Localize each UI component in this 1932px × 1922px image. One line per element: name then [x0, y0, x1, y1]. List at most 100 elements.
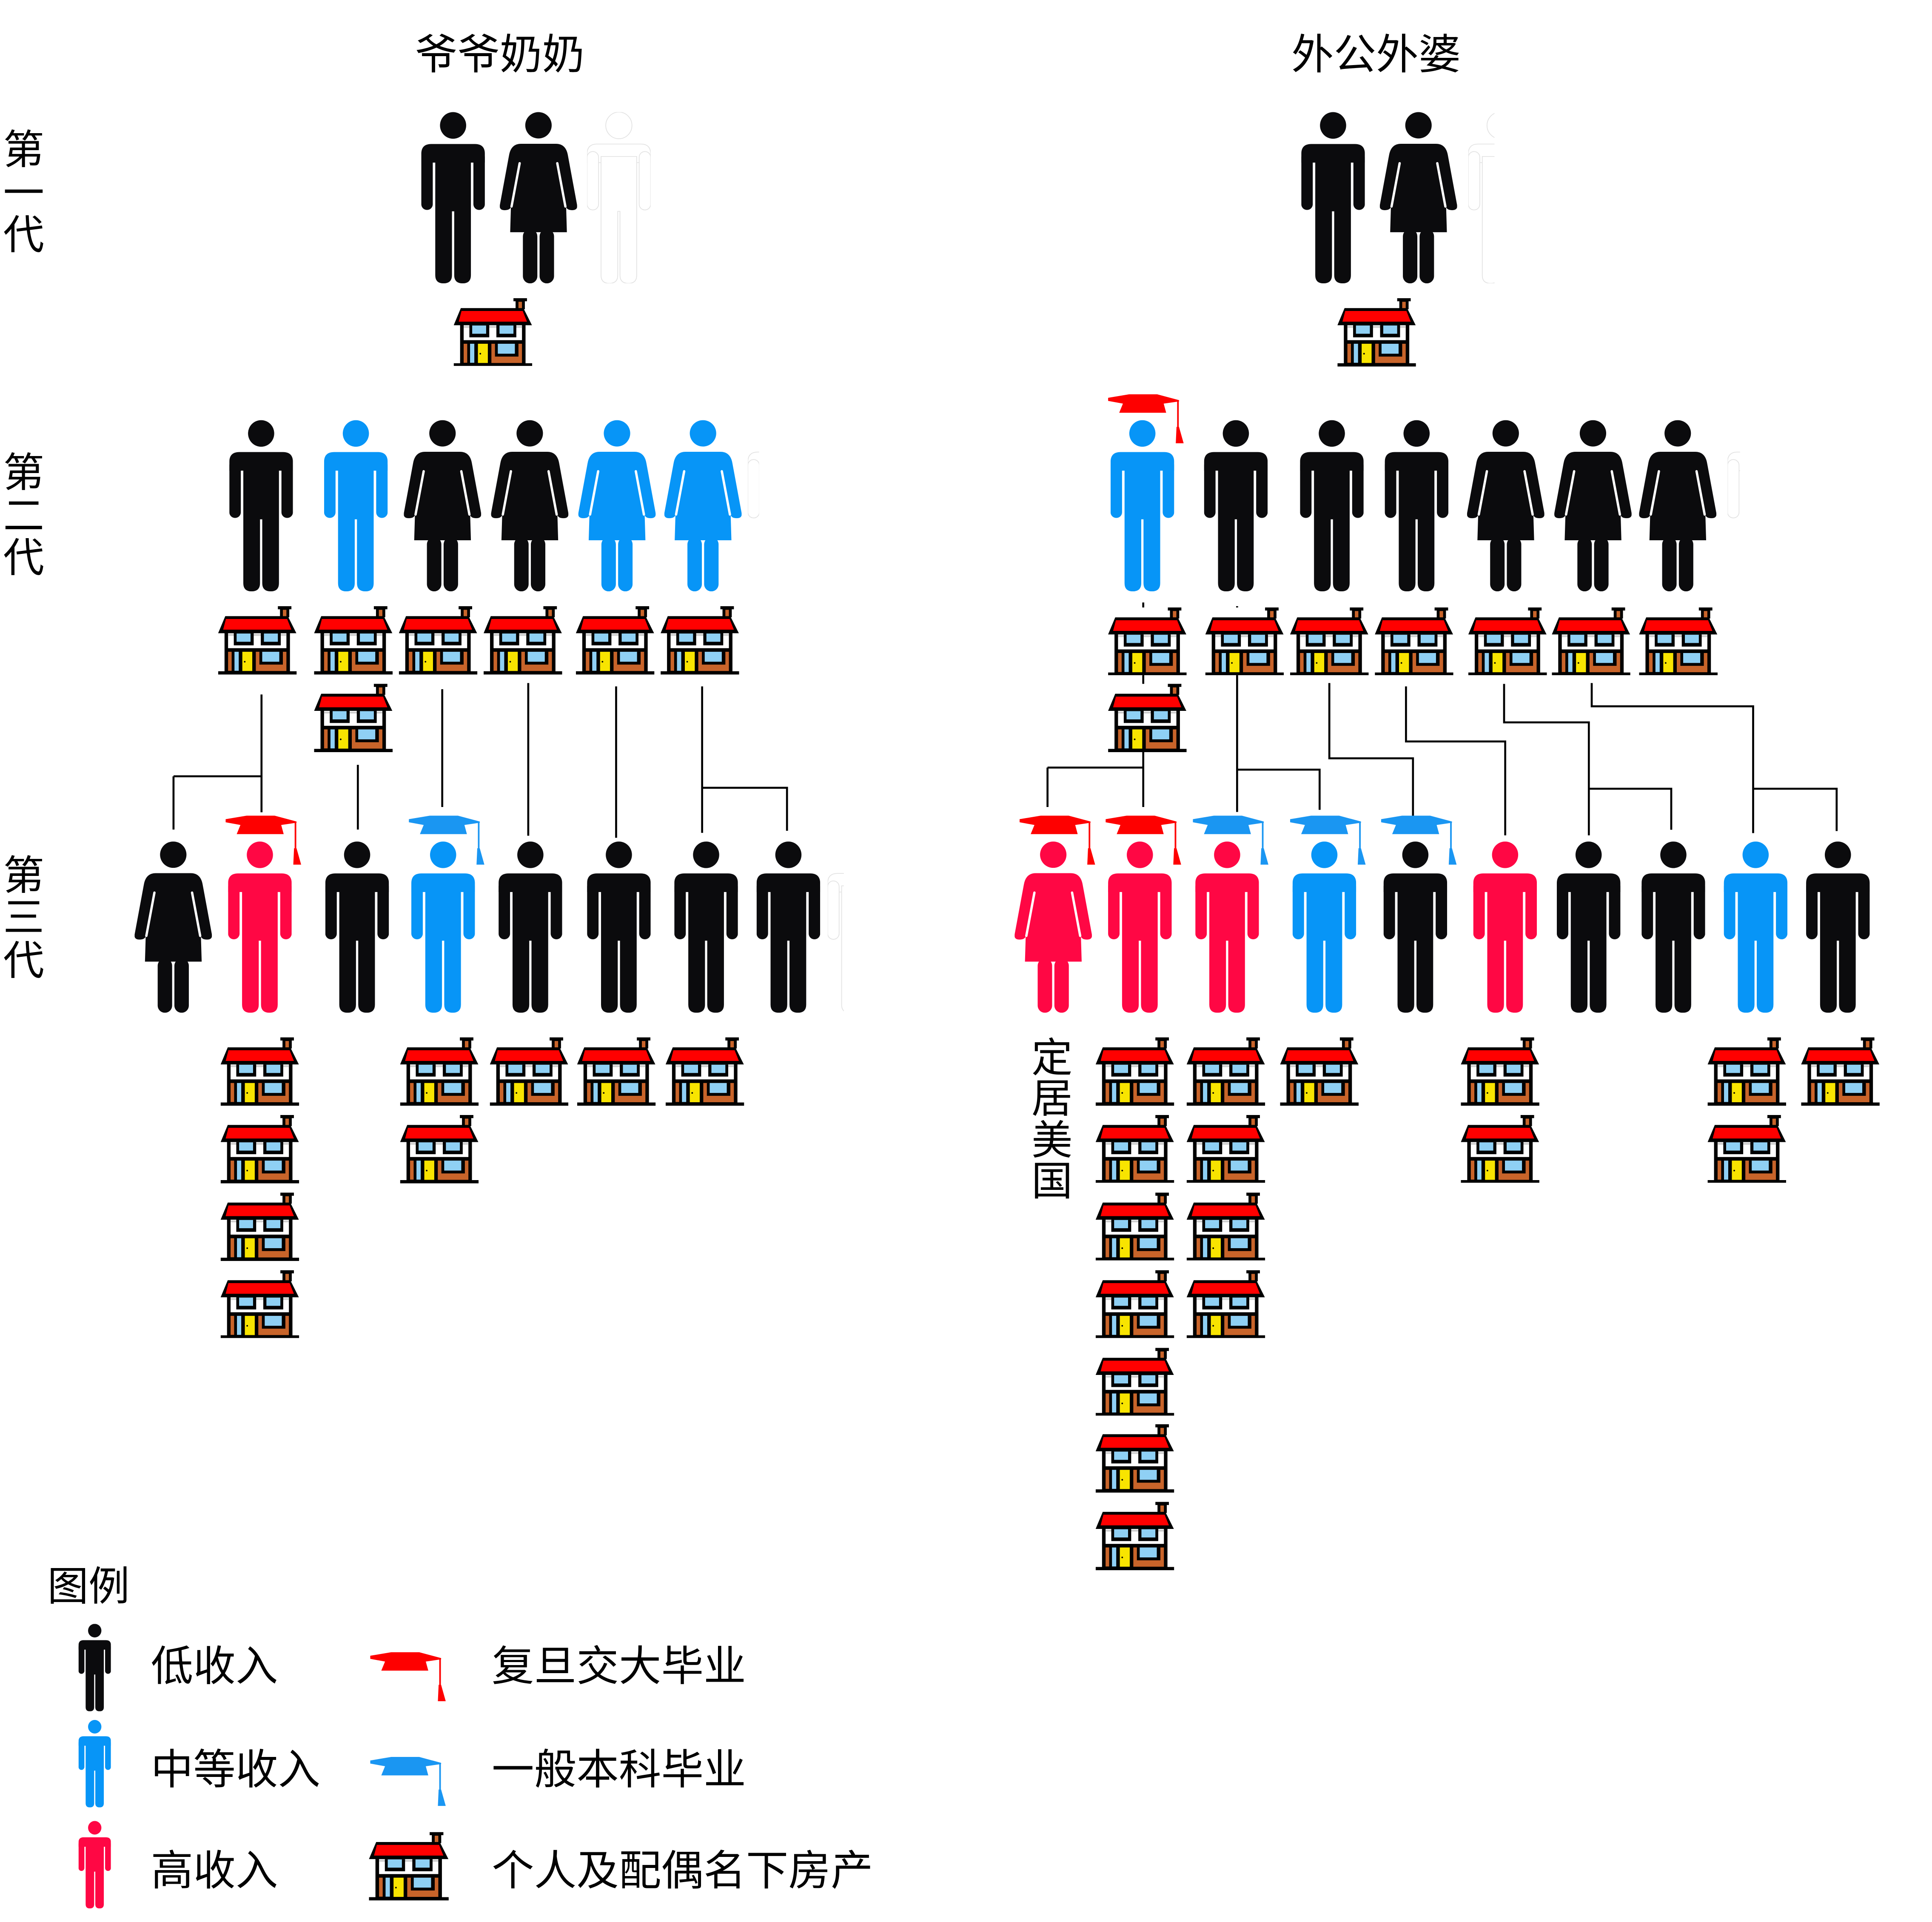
- woman-icon: [490, 419, 568, 591]
- house-icon: [453, 297, 532, 366]
- house-icon: [1186, 1269, 1265, 1338]
- connector-line: [1503, 684, 1673, 836]
- house-stack: [576, 606, 655, 675]
- house-icon: [1108, 684, 1187, 753]
- graduation-cap-icon: [225, 815, 301, 865]
- man-icon: [1724, 841, 1788, 1012]
- house-icon: [1108, 607, 1187, 676]
- house-stack: [220, 1038, 299, 1339]
- house-icon: [1374, 607, 1453, 676]
- legend-property-label: 个人及配偶名下房产: [492, 1849, 873, 1895]
- maternal-gen3-member-7: [1557, 841, 1621, 1012]
- man-icon: [1384, 419, 1448, 591]
- graduation-cap-icon: [1380, 815, 1456, 865]
- man-icon: [410, 841, 474, 1012]
- house-icon: [576, 1038, 655, 1106]
- house-icon: [665, 1038, 744, 1106]
- house-icon: [1801, 1037, 1880, 1106]
- house-icon: [1096, 1425, 1174, 1494]
- maternal-gen2-member-6: [1554, 419, 1632, 591]
- house-stack: [1280, 1037, 1359, 1106]
- house-icon: [1460, 1037, 1539, 1106]
- paternal-gen2-member-6: [664, 419, 741, 591]
- house-stack: [576, 1038, 655, 1106]
- graduation-cap-icon: [1019, 815, 1095, 865]
- maternal-gen3-member-2: [1105, 815, 1181, 1012]
- house-icon: [1186, 1037, 1265, 1106]
- graduation-cap-icon: [1290, 815, 1365, 865]
- maternal-gen3-member-5: [1380, 815, 1456, 1012]
- house-stack: [665, 1038, 744, 1106]
- house-icon: [661, 606, 740, 675]
- ghost-figure: [748, 419, 759, 591]
- paternal-gen2-member-4: [490, 419, 568, 591]
- man-icon: [1301, 111, 1365, 283]
- man-outline-icon: [1727, 419, 1740, 591]
- man-icon: [228, 841, 292, 1012]
- man-icon: [674, 841, 738, 1012]
- house-icon: [1460, 1115, 1539, 1183]
- house-icon: [220, 1270, 299, 1339]
- paternal-gen3-member-4: [408, 815, 484, 1012]
- house-stack: [484, 606, 562, 675]
- house-icon: [484, 606, 562, 675]
- connector-line: [1328, 683, 1414, 821]
- generation-label-1: 第一代: [3, 129, 45, 259]
- house-icon: [1096, 1192, 1174, 1261]
- legend-middle-income-label: 中等收入: [151, 1748, 321, 1794]
- man-icon: [1195, 841, 1260, 1012]
- maternal-gen3-member-1: [1015, 815, 1095, 1012]
- house-stack: [399, 1038, 479, 1184]
- legend-low-income-person-icon: [78, 1624, 111, 1711]
- house-icon: [220, 1192, 299, 1261]
- maternal-gen2-member-4: [1384, 419, 1448, 591]
- house-icon: [314, 606, 393, 675]
- man-icon: [228, 419, 293, 591]
- paternal-gen3-member-7: [674, 841, 738, 1012]
- house-stack: [1290, 607, 1369, 676]
- house-icon: [218, 606, 297, 675]
- house-stack: [1108, 607, 1187, 753]
- woman-icon: [135, 841, 212, 1012]
- man-icon: [422, 111, 486, 283]
- legend-middle-income-person-icon: [78, 1720, 111, 1808]
- house-stack: [1708, 1037, 1787, 1183]
- house-stack: [1639, 607, 1718, 676]
- man-icon: [325, 841, 388, 1012]
- graduation-cap-icon: [1108, 394, 1184, 443]
- man-outline-icon: [587, 111, 651, 283]
- house-icon: [220, 1115, 299, 1184]
- man-icon: [1641, 841, 1706, 1012]
- house-icon: [1708, 1115, 1787, 1183]
- paternal-gen3-member-1: [135, 841, 212, 1012]
- house-icon: [1708, 1037, 1787, 1106]
- house-icon: [1096, 1502, 1174, 1571]
- house-icon: [1096, 1037, 1174, 1106]
- paternal-gen2-member-2: [324, 419, 388, 591]
- man-outline-icon: [748, 419, 759, 591]
- maternal-gen3-member-6: [1473, 841, 1537, 1012]
- connector-line: [1590, 683, 1838, 833]
- house-stack: [399, 606, 478, 675]
- generation-label-2: 第二代: [3, 452, 45, 582]
- maternal-grandfather: [1301, 111, 1365, 283]
- house-icon: [399, 1115, 479, 1184]
- house-icon: [399, 1038, 479, 1106]
- house-icon: [1096, 1347, 1174, 1416]
- woman-icon: [1380, 112, 1457, 283]
- house-icon: [1186, 1115, 1265, 1183]
- ghost-figure: [1468, 111, 1494, 283]
- house-stack: [1468, 607, 1547, 676]
- woman-icon: [1015, 841, 1092, 1012]
- house-icon: [1290, 607, 1369, 676]
- house-icon: [1096, 1269, 1174, 1338]
- man-outline-icon: [1468, 111, 1494, 283]
- house-stack-maternal-gen1: [1336, 298, 1416, 367]
- maternal-gen3-member-10: [1806, 841, 1870, 1012]
- paternal-gen3-member-3: [325, 841, 388, 1012]
- man-icon: [1203, 419, 1268, 591]
- maternal-gen2-member-7: [1640, 419, 1717, 591]
- maternal-gen3-member-9: [1724, 841, 1788, 1012]
- legend-elite-degree-label: 复旦交大毕业: [492, 1645, 746, 1691]
